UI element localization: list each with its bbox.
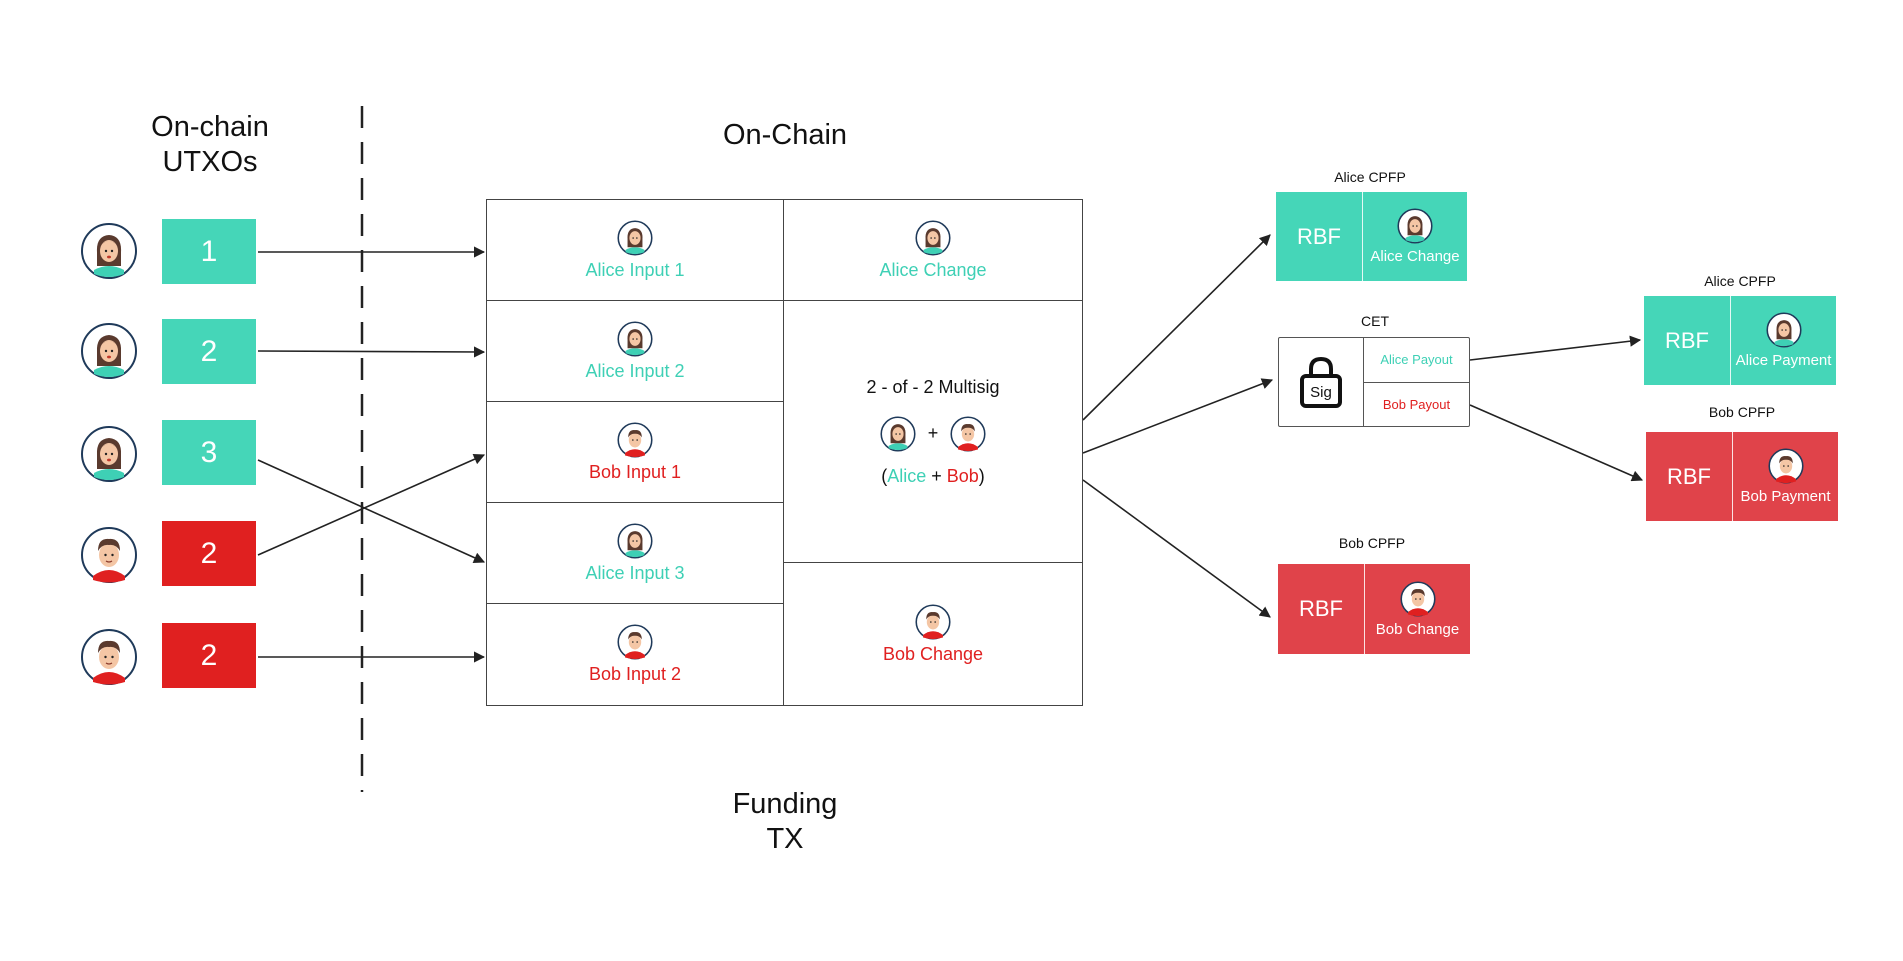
alice-avatar-icon bbox=[81, 426, 137, 482]
utxo-3-value: 3 bbox=[200, 435, 218, 469]
funding-input-label: Alice Input 2 bbox=[585, 360, 685, 381]
rbf-label: RBF bbox=[1278, 564, 1365, 654]
funding-output-bob-change: Bob Change bbox=[783, 562, 1083, 706]
alice-cpfp-payment-box: RBF Alice Payment bbox=[1644, 296, 1836, 385]
alice-change-label: Alice Change bbox=[1370, 248, 1460, 265]
alice-avatar-icon bbox=[1765, 312, 1802, 348]
alice-cpfp-payment-output: Alice Payment bbox=[1731, 296, 1836, 385]
bob-change-label: Bob Change bbox=[882, 643, 984, 664]
alice-cpfp-change-output: Alice Change bbox=[1363, 192, 1467, 281]
cet-outputs: Alice Payout Bob Payout bbox=[1364, 338, 1469, 426]
bob-avatar-icon bbox=[1399, 580, 1436, 617]
utxo-4-value: 2 bbox=[200, 536, 218, 570]
funding-input-label: Bob Input 1 bbox=[588, 461, 682, 482]
utxo-5: 2 bbox=[162, 623, 256, 688]
lock-sig-text: Sig bbox=[1310, 384, 1332, 401]
onchain-heading: On-Chain bbox=[722, 119, 848, 151]
utxo-4: 2 bbox=[162, 521, 256, 586]
bob-name: Bob bbox=[946, 465, 979, 486]
cet-title: CET bbox=[1361, 313, 1389, 329]
cet-box: Sig Alice Payout Bob Payout bbox=[1278, 337, 1470, 427]
utxos-heading: On-chain UTXOs bbox=[120, 110, 300, 180]
alice-payment-label: Alice Payment bbox=[1735, 352, 1832, 369]
funding-input-bob-2: Bob Input 2 bbox=[486, 603, 784, 706]
utxo-2-value: 2 bbox=[200, 334, 218, 368]
funding-tx-heading: Funding TX bbox=[700, 787, 870, 857]
utxos-heading-line2: UTXOs bbox=[162, 146, 258, 178]
alice-avatar-icon bbox=[1397, 208, 1433, 244]
funding-input-alice-3: Alice Input 3 bbox=[486, 502, 784, 604]
alice-avatar-icon bbox=[617, 219, 653, 256]
arrow-utxo3-to-alice-input3 bbox=[257, 459, 486, 563]
utxo-1: 1 bbox=[162, 219, 256, 284]
lock-icon: Sig bbox=[1300, 356, 1342, 408]
multisig-title: 2 - of - 2 Multisig bbox=[866, 376, 1000, 397]
bob-avatar-icon bbox=[81, 527, 137, 583]
alice-avatar-icon bbox=[81, 223, 137, 279]
utxos-heading-line1: On-chain bbox=[151, 111, 269, 143]
alice-change-label: Alice Change bbox=[879, 259, 987, 280]
utxo-1-value: 1 bbox=[200, 234, 218, 268]
paren-open: ( bbox=[881, 465, 888, 486]
plus-text: + bbox=[926, 465, 947, 486]
alice-avatar-icon bbox=[915, 219, 951, 256]
bob-cpfp-change-box: RBF Bob Change bbox=[1278, 564, 1470, 654]
multisig-parties-text: (Alice + Bob) bbox=[881, 466, 985, 487]
funding-input-alice-2: Alice Input 2 bbox=[486, 300, 784, 402]
rbf-label: RBF bbox=[1644, 296, 1731, 385]
funding-heading-line2: TX bbox=[766, 823, 804, 855]
bob-avatar-icon bbox=[950, 415, 986, 452]
utxo-5-value: 2 bbox=[200, 638, 218, 672]
utxo-3: 3 bbox=[162, 420, 256, 485]
bob-payment-label: Bob Payment bbox=[1740, 488, 1831, 505]
funding-input-label: Alice Input 3 bbox=[585, 562, 685, 583]
bob-change-label: Bob Change bbox=[1375, 620, 1460, 638]
bob-cpfp-title: Bob CPFP bbox=[1338, 535, 1406, 551]
alice-payout-label: Alice Payout bbox=[1364, 338, 1469, 383]
alice-payment-cpfp-title: Alice CPFP bbox=[1704, 273, 1776, 289]
arrow-multisig-to-alice-cpfp bbox=[1082, 234, 1271, 421]
arrow-multisig-to-cet bbox=[1082, 378, 1274, 454]
bob-payment-cpfp-title: Bob CPFP bbox=[1708, 404, 1776, 420]
rbf-label: RBF bbox=[1276, 192, 1363, 281]
cet-lock-cell: Sig bbox=[1279, 338, 1364, 426]
alice-name: Alice bbox=[887, 465, 927, 486]
paren-close: ) bbox=[978, 465, 985, 486]
bob-cpfp-payment-output: Bob Payment bbox=[1733, 432, 1838, 521]
funding-input-label: Alice Input 1 bbox=[585, 259, 685, 280]
utxo-2: 2 bbox=[162, 319, 256, 384]
bob-cpfp-change-output: Bob Change bbox=[1365, 564, 1470, 654]
funding-output-multisig: 2 - of - 2 Multisig + (Alice + Bob) bbox=[783, 300, 1083, 563]
alice-cpfp-title: Alice CPFP bbox=[1334, 169, 1406, 185]
funding-input-bob-1: Bob Input 1 bbox=[486, 401, 784, 503]
bob-cpfp-payment-box: RBF Bob Payment bbox=[1646, 432, 1838, 521]
bob-avatar-icon bbox=[1767, 448, 1804, 484]
alice-cpfp-change-box: RBF Alice Change bbox=[1276, 192, 1467, 281]
multisig-parties: + bbox=[880, 415, 987, 452]
alice-avatar-icon bbox=[617, 320, 653, 357]
arrow-utxo2-to-alice-input2 bbox=[257, 346, 486, 358]
funding-input-label: Bob Input 2 bbox=[588, 664, 682, 684]
rbf-label: RBF bbox=[1646, 432, 1733, 521]
plus-sign: + bbox=[927, 423, 939, 443]
alice-avatar-icon bbox=[81, 323, 137, 379]
bob-avatar-icon bbox=[617, 421, 653, 458]
arrow-cet-to-alice-payment bbox=[1469, 335, 1642, 361]
funding-heading-line1: Funding bbox=[732, 788, 838, 820]
arrow-utxo4-to-bob-input1 bbox=[257, 453, 486, 556]
alice-avatar-icon bbox=[880, 415, 916, 452]
bob-payout-label: Bob Payout bbox=[1382, 396, 1451, 412]
funding-input-alice-1: Alice Input 1 bbox=[486, 199, 784, 301]
bob-avatar-icon bbox=[617, 624, 653, 660]
arrow-multisig-to-bob-cpfp bbox=[1082, 479, 1271, 618]
bob-avatar-icon bbox=[81, 629, 137, 685]
bob-avatar-icon bbox=[915, 603, 951, 640]
arrow-cet-to-bob-payment bbox=[1469, 404, 1644, 482]
alice-avatar-icon bbox=[617, 522, 653, 559]
funding-output-alice-change: Alice Change bbox=[783, 199, 1083, 301]
